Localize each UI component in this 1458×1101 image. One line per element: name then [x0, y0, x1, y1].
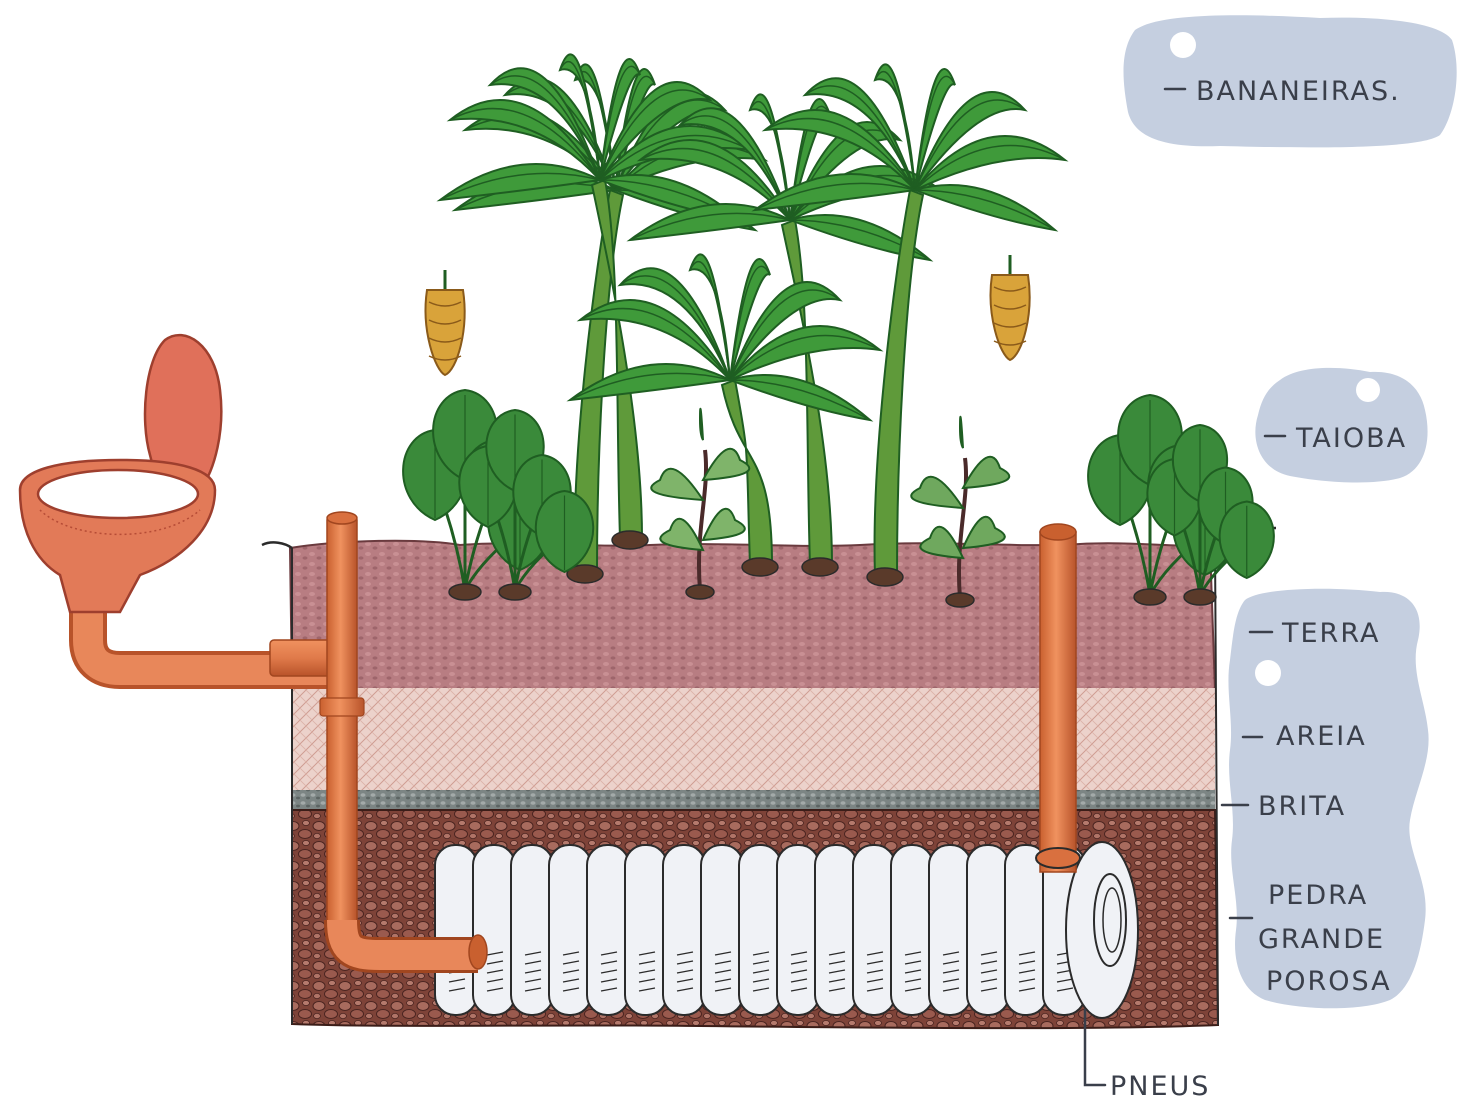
label-pedra-line3: POROSA [1266, 966, 1392, 997]
tire-icon [815, 845, 857, 1015]
tire-icon [777, 845, 819, 1015]
tires-tunnel [435, 842, 1138, 1018]
outlet-vent-pipe [1036, 524, 1080, 872]
toilet-icon [20, 335, 221, 612]
tire-icon [549, 845, 591, 1015]
banana-bunch-icon [991, 255, 1030, 360]
tire-end-icon [1066, 842, 1138, 1018]
tire-icon [587, 845, 629, 1015]
label-pneus-text: PNEUS [1110, 1071, 1210, 1101]
tire-icon [511, 845, 553, 1015]
tire-icon [435, 845, 477, 1015]
plants [403, 54, 1274, 607]
label-bananeiras-text: BANANEIRAS. [1196, 76, 1401, 107]
tire-icon [701, 845, 743, 1015]
label-taioba-text: TAIOBA [1295, 423, 1407, 454]
tire-icon [891, 845, 933, 1015]
tire-icon [967, 845, 1009, 1015]
banana-bunch-icon [426, 270, 465, 375]
tire-icon [739, 845, 781, 1015]
tire-icon [663, 845, 705, 1015]
label-pedra-line1: PEDRA [1268, 880, 1368, 911]
label-brita-text: BRITA [1258, 791, 1346, 822]
tire-icon [625, 845, 667, 1015]
label-pedra-line2: GRANDE [1258, 924, 1385, 955]
tire-icon [853, 845, 895, 1015]
label-areia-text: AREIA [1276, 721, 1367, 752]
tire-icon [473, 845, 515, 1015]
label-terra-text: TERRA [1281, 618, 1380, 649]
tire-icon [929, 845, 971, 1015]
vent-pipe-left [327, 520, 357, 940]
label-bananeiras: BANANEIRAS. [1165, 76, 1401, 107]
